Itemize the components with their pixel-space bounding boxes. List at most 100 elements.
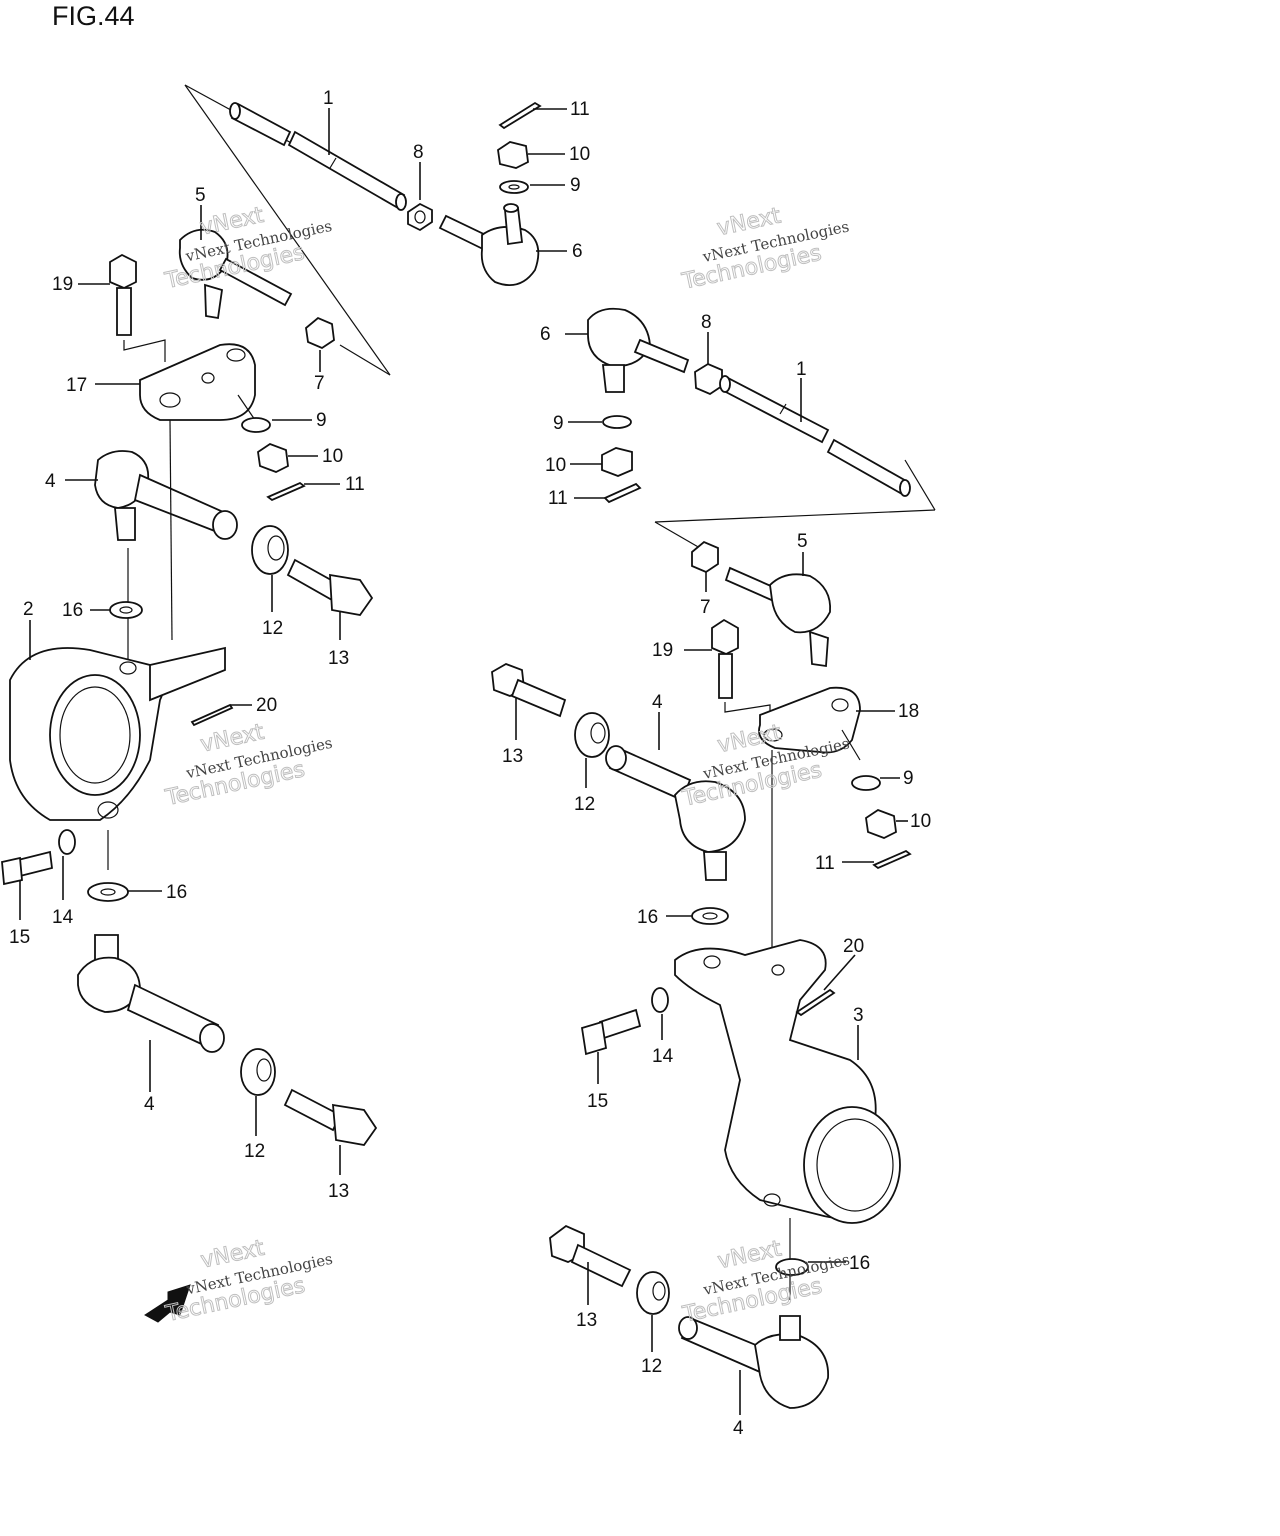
tie-rod-end-part-5 <box>178 228 293 320</box>
spacer-part-12-lower <box>240 1048 276 1096</box>
label-part-2: 2 <box>23 599 34 620</box>
steering-arm-part-18 <box>758 686 861 754</box>
label-part-3: 3 <box>853 1005 864 1026</box>
label-part-12: 12 <box>244 1141 265 1162</box>
label-part-5: 5 <box>195 185 206 206</box>
bolt-part-13-lower <box>283 1088 378 1146</box>
nut-part-10 <box>601 447 633 477</box>
envelope-line <box>184 84 391 376</box>
label-part-9: 9 <box>570 175 581 196</box>
tie-rod-end-part-4 <box>94 450 238 541</box>
label-part-1: 1 <box>323 88 334 109</box>
washer-part-9 <box>602 415 632 429</box>
label-part-11: 11 <box>570 99 590 120</box>
washer-part-16 <box>775 1258 809 1276</box>
bolt-part-15-right <box>580 1008 642 1056</box>
label-part-12: 12 <box>574 794 595 815</box>
knuckle-part-3 <box>674 939 901 1224</box>
label-part-19: 19 <box>52 274 73 295</box>
left-tie-rod-assembly <box>1 84 542 1323</box>
label-part-12: 12 <box>641 1356 662 1377</box>
front-arrow-icon <box>144 1284 191 1323</box>
label-part-8: 8 <box>413 142 424 163</box>
washer-part-9 <box>851 775 881 791</box>
label-part-10: 10 <box>910 811 931 832</box>
cotter-pin-part-11 <box>872 849 912 870</box>
envelope-line <box>654 509 936 523</box>
washer-part-16 <box>109 601 143 619</box>
envelope-line <box>654 521 701 549</box>
cotter-pin-part-11 <box>266 481 306 502</box>
watermark-top-right: vNext vNext Technologies Technologies <box>679 203 851 295</box>
label-part-1: 1 <box>796 359 807 380</box>
label-part-14: 14 <box>652 1046 674 1067</box>
nut-part-8 <box>694 362 723 396</box>
label-part-15: 15 <box>9 927 30 948</box>
bolt-part-19 <box>109 253 166 362</box>
nut-part-7 <box>305 316 335 350</box>
watermark-bottom-right: vNext vNext Technologies Technologies <box>679 1236 851 1328</box>
label-part-4: 4 <box>144 1094 155 1115</box>
figure-title: FIG.44 <box>52 1 135 31</box>
label-part-9: 9 <box>553 413 564 434</box>
label-part-16: 16 <box>637 907 658 928</box>
washer-part-9 <box>499 180 529 194</box>
label-part-11: 11 <box>345 474 365 495</box>
leader-lines <box>19 108 908 1415</box>
bolt-part-15 <box>1 850 53 886</box>
bolt-part-13-right <box>491 663 567 718</box>
tie-rod-end-part-4-lower <box>77 934 225 1053</box>
label-part-16: 16 <box>166 882 187 903</box>
tie-rod-end-part-6-right <box>587 307 690 393</box>
label-part-11: 11 <box>815 853 835 874</box>
washer-part-16 <box>691 907 729 925</box>
label-part-18: 18 <box>898 701 919 722</box>
label-part-13: 13 <box>576 1310 597 1331</box>
label-part-10: 10 <box>569 144 590 165</box>
label-part-9: 9 <box>316 410 327 431</box>
envelope-line <box>339 344 391 376</box>
tie-rod-end-part-6 <box>438 203 540 286</box>
label-part-17: 17 <box>66 375 87 396</box>
bolt-part-13 <box>286 558 374 616</box>
watermark-middle-left: vNext vNext Technologies Technologies <box>162 719 334 811</box>
knuckle-part-2 <box>9 646 226 821</box>
label-part-13: 13 <box>502 746 523 767</box>
nut-part-10 <box>497 141 529 169</box>
part-number-labels: 1 11 10 8 9 6 5 19 7 17 9 10 11 6 8 1 9 … <box>9 88 931 1439</box>
label-part-16: 16 <box>62 600 83 621</box>
label-part-16: 16 <box>849 1253 870 1274</box>
label-part-19: 19 <box>652 640 673 661</box>
nut-part-8 <box>407 202 433 232</box>
cotter-pin-part-11 <box>498 101 542 130</box>
washer-part-16 <box>87 882 129 902</box>
cotter-pin-part-20 <box>190 703 234 727</box>
cotter-pin-part-20 <box>795 988 836 1017</box>
tie-rod-end-part-4-right <box>605 745 746 881</box>
right-tie-rod-assembly <box>491 307 936 1409</box>
label-part-13: 13 <box>328 648 349 669</box>
nut-part-10 <box>257 442 289 473</box>
tie-rod-part-1 <box>229 102 407 211</box>
washer-part-9 <box>241 417 271 433</box>
envelope-line <box>904 459 936 511</box>
label-part-12: 12 <box>262 618 283 639</box>
nut-part-7 <box>691 540 719 574</box>
label-part-6: 6 <box>572 241 583 262</box>
label-part-11: 11 <box>548 488 568 509</box>
label-part-4: 4 <box>733 1418 744 1439</box>
label-part-7: 7 <box>700 597 711 618</box>
label-part-8: 8 <box>701 312 712 333</box>
label-part-7: 7 <box>314 373 325 394</box>
label-part-15: 15 <box>587 1091 608 1112</box>
cotter-pin-part-11 <box>603 482 642 504</box>
spacer-part-12 <box>251 525 289 575</box>
label-part-20: 20 <box>843 936 864 957</box>
label-part-20: 20 <box>256 695 277 716</box>
label-part-13: 13 <box>328 1181 349 1202</box>
label-part-6: 6 <box>540 324 551 345</box>
watermark-bottom-left: vNext vNext Technologies Technologies <box>162 1235 334 1327</box>
nut-part-10 <box>865 808 897 839</box>
label-part-9: 9 <box>903 768 914 789</box>
